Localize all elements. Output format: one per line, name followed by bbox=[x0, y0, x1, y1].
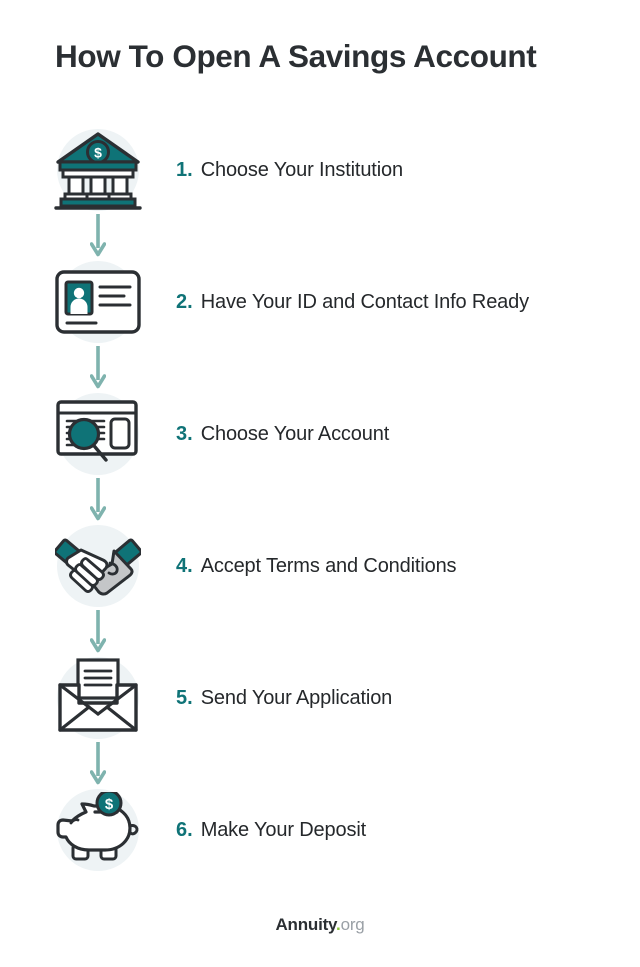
step-text: Send Your Application bbox=[200, 686, 393, 709]
step-label: 6. Make Your Deposit bbox=[176, 819, 366, 842]
step-row: 3. Choose Your Account bbox=[0, 386, 640, 482]
step-row: $ 6. Make Your Deposit bbox=[0, 782, 640, 878]
page-title: How To Open A Savings Account bbox=[55, 38, 537, 74]
svg-text:$: $ bbox=[105, 796, 114, 813]
bank-icon: $ bbox=[54, 132, 142, 210]
step-text: Choose Your Institution bbox=[200, 158, 403, 181]
document-search-icon bbox=[56, 400, 138, 462]
arrow-down-icon bbox=[90, 214, 106, 257]
list-item: 5. Send Your Application bbox=[0, 650, 640, 785]
step-row: 5. Send Your Application bbox=[0, 650, 640, 746]
step-number: 1. bbox=[176, 158, 193, 181]
step-number: 6. bbox=[176, 818, 193, 841]
step-number: 3. bbox=[176, 422, 193, 445]
step-number: 2. bbox=[176, 290, 193, 313]
logo-main-text: Annuity bbox=[275, 915, 337, 934]
logo-dot: . bbox=[336, 915, 341, 934]
step-text: Choose Your Account bbox=[200, 422, 390, 445]
step-number: 4. bbox=[176, 554, 193, 577]
id-card-icon bbox=[55, 270, 141, 334]
list-item: 2. Have Your ID and Contact Info Ready bbox=[0, 254, 640, 389]
steps-list: $ bbox=[0, 122, 640, 914]
step-number: 5. bbox=[176, 686, 193, 709]
step-text: Make Your Deposit bbox=[200, 818, 367, 841]
step-row: 4. Accept Terms and Conditions bbox=[0, 518, 640, 614]
step-icon-container: $ bbox=[50, 782, 146, 878]
svg-text:$: $ bbox=[94, 145, 102, 161]
arrow-down-icon bbox=[90, 742, 106, 785]
list-item: $ 6. Make Your Deposit bbox=[0, 782, 640, 914]
envelope-letter-icon bbox=[58, 658, 138, 732]
logo-tld-text: org bbox=[340, 915, 365, 934]
list-item: 3. Choose Your Account bbox=[0, 386, 640, 521]
step-row: $ bbox=[0, 122, 640, 218]
annuity-org-logo: Annuity.org bbox=[275, 915, 364, 935]
footer: Annuity.org bbox=[0, 915, 640, 935]
arrow-down-icon bbox=[90, 610, 106, 653]
step-label: 4. Accept Terms and Conditions bbox=[176, 554, 457, 578]
list-item: $ bbox=[0, 122, 640, 257]
step-icon-container: $ bbox=[50, 122, 146, 218]
arrow-down-icon bbox=[90, 478, 106, 521]
step-text: Have Your ID and Contact Info Ready bbox=[200, 290, 529, 313]
handshake-icon bbox=[55, 538, 141, 596]
step-icon-container bbox=[50, 254, 146, 350]
step-label: 3. Choose Your Account bbox=[176, 423, 389, 446]
step-icon-container bbox=[50, 650, 146, 746]
step-label: 1. Choose Your Institution bbox=[176, 159, 403, 182]
step-row: 2. Have Your ID and Contact Info Ready bbox=[0, 254, 640, 350]
step-icon-container bbox=[50, 386, 146, 482]
list-item: 4. Accept Terms and Conditions bbox=[0, 518, 640, 653]
step-icon-container bbox=[50, 518, 146, 614]
step-label: 2. Have Your ID and Contact Info Ready bbox=[176, 291, 529, 314]
step-text: Accept Terms and Conditions bbox=[200, 554, 457, 577]
arrow-down-icon bbox=[90, 346, 106, 389]
step-label: 5. Send Your Application bbox=[176, 687, 392, 710]
piggy-bank-icon: $ bbox=[56, 792, 139, 861]
